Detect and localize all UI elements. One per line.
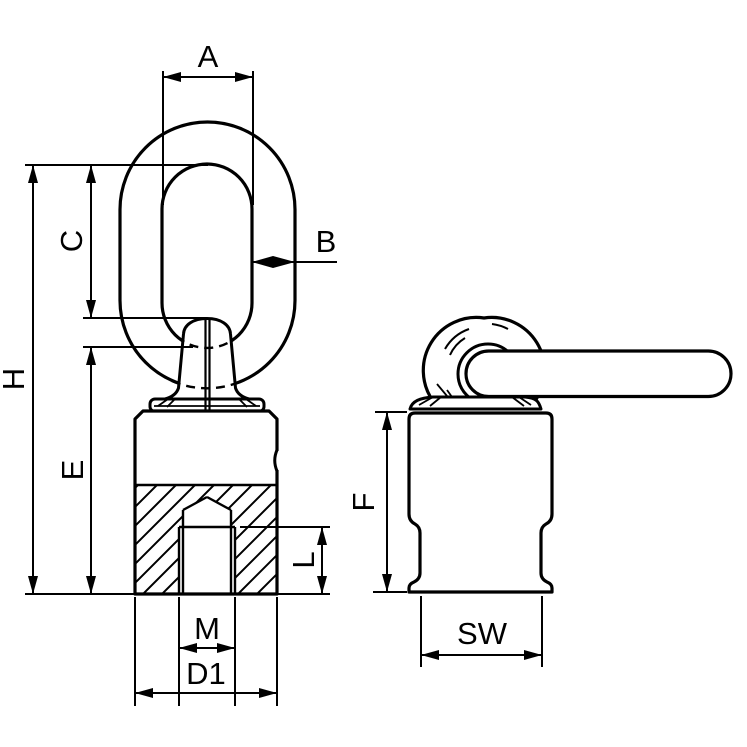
dimension-labels: A B C E H L M D1 F SW	[0, 39, 508, 691]
arrowhead	[317, 576, 327, 594]
dimensions	[25, 71, 543, 706]
dim-label-m: M	[194, 611, 220, 646]
dim-label-l: L	[286, 551, 321, 568]
dim-label-a: A	[198, 39, 219, 74]
thickness-diamond	[252, 256, 295, 268]
dim-C	[83, 165, 207, 319]
arrowhead	[179, 643, 197, 653]
dim-D1	[134, 597, 278, 706]
dim-label-e: E	[55, 460, 90, 481]
arrowhead	[86, 300, 96, 318]
arrowhead	[259, 688, 277, 698]
dim-SW	[420, 596, 543, 667]
side-view	[407, 315, 733, 594]
dim-label-h: H	[0, 368, 31, 390]
base-body-side	[407, 411, 554, 594]
hidden-link-inner-edge	[176, 335, 238, 350]
base-body-front	[133, 409, 279, 596]
link-edge-on	[464, 349, 733, 399]
arrowhead	[86, 165, 96, 183]
dim-E	[83, 346, 193, 594]
arrowhead	[217, 643, 235, 653]
front-view	[118, 120, 297, 596]
collar-flange-side	[408, 395, 543, 411]
dome-detail-arcs	[444, 323, 509, 356]
arrowhead	[28, 165, 38, 183]
arrowhead	[524, 650, 542, 660]
dome-base-facets	[436, 383, 529, 398]
collar-side-facets	[418, 396, 532, 407]
dim-label-f: F	[346, 493, 381, 512]
arrowhead	[382, 574, 392, 592]
dim-A	[162, 71, 254, 205]
arrowhead	[317, 527, 327, 545]
dim-label-b: B	[316, 224, 337, 259]
arrowhead	[28, 576, 38, 594]
arrowhead	[235, 72, 253, 82]
dim-H	[25, 164, 208, 595]
arrowhead	[86, 347, 96, 365]
dim-B	[252, 256, 337, 268]
dim-label-d1: D1	[186, 656, 226, 691]
arrowhead	[135, 688, 153, 698]
dim-M	[178, 597, 236, 706]
post-slit	[204, 319, 211, 411]
dim-F	[373, 411, 407, 593]
arrowhead	[421, 650, 439, 660]
dim-L	[240, 526, 330, 595]
swivel-post	[163, 317, 251, 401]
collar-facets	[157, 398, 257, 408]
arrowhead	[382, 412, 392, 430]
arrowhead	[86, 576, 96, 594]
threaded-hole	[177, 495, 237, 594]
hidden-link-outer-edge	[171, 379, 243, 390]
dim-label-c: C	[54, 230, 89, 252]
arrowhead	[163, 72, 181, 82]
dim-label-sw: SW	[457, 616, 508, 651]
edge-relief-arc	[273, 449, 279, 472]
